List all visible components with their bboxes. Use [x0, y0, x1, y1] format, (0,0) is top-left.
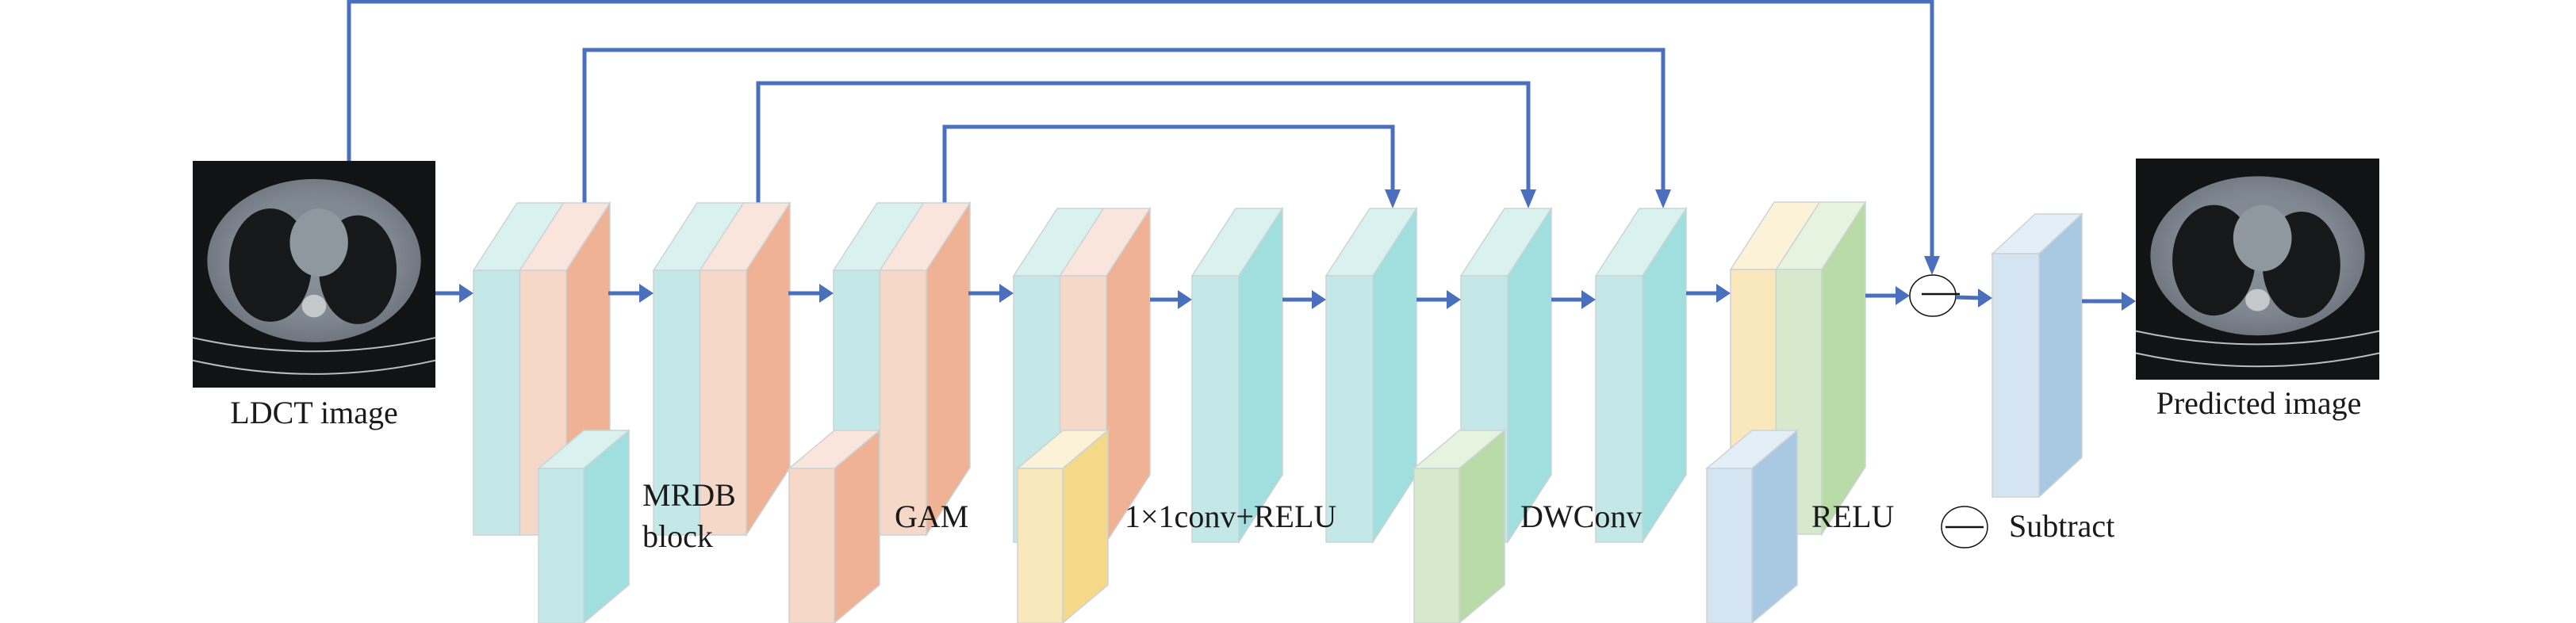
legend-swatch-front: [1413, 468, 1460, 623]
legend-swatch-side: [834, 429, 880, 623]
mrdb-side-face: [1507, 206, 1552, 545]
mrdb-front-face: [1325, 275, 1374, 543]
mrdb-front-face: [1595, 275, 1643, 543]
subtract-operator: [1909, 274, 1960, 317]
mrdb-side-face: [1238, 206, 1283, 545]
legend-item-conv1x1: 1×1conv+RELU: [1015, 429, 1336, 623]
mrdb-side-face: [1642, 206, 1687, 545]
arrow-input-enc1-head: [459, 284, 473, 303]
output-label: Predicted image: [2156, 385, 2362, 421]
skip-enc3-dec1: [942, 124, 1395, 203]
ct-heart: [289, 208, 348, 277]
legend-label: MRDB: [642, 477, 736, 513]
block-act: [1991, 212, 2083, 499]
mrdb-front-face: [1191, 275, 1240, 543]
arrow-fuse-subtract-head: [1896, 286, 1910, 305]
arrow-subtract-relu-head: [1978, 289, 1992, 308]
legend-item-mrdb: MRDB block: [536, 429, 736, 623]
subtract-circle: [1909, 274, 1957, 317]
block-dec3: [1594, 206, 1688, 545]
arrow-dec1-dec2-head: [1447, 290, 1461, 309]
legend-swatch-front: [1706, 468, 1753, 623]
predicted-image: [2135, 159, 2380, 380]
legend-label: RELU: [1811, 499, 1895, 534]
arrow-enc2-enc3-head: [819, 284, 834, 303]
legend-label: 1×1conv+RELU: [1125, 499, 1336, 534]
legend-swatch-side: [583, 429, 630, 623]
gam-front-face: [699, 269, 747, 536]
relu-front-face: [1991, 253, 2040, 498]
input-label: LDCT image: [230, 395, 397, 430]
skip-enc2-dec2: [756, 81, 1531, 203]
legend-swatch-front: [538, 468, 585, 623]
arrow-relu-output-head: [2122, 292, 2136, 311]
flow-arrows: [435, 284, 2136, 311]
legend-item-gam: GAM: [787, 429, 968, 623]
ct-spine: [2245, 289, 2270, 312]
legend-swatch-side: [1062, 429, 1109, 623]
ct-spine: [301, 294, 327, 318]
ct-heart: [2233, 204, 2292, 272]
images: [192, 159, 2380, 388]
ct-table-line: [2135, 352, 2380, 368]
skip-enc1-dec3-head: [1655, 189, 1671, 208]
arrow-enc4-mid-head: [1178, 290, 1192, 309]
block-mid: [1190, 206, 1284, 545]
block-enc2: [652, 201, 792, 537]
ct-table-line: [192, 359, 436, 375]
skip-enc2-dec2-head: [1520, 189, 1536, 208]
arrow-enc1-enc2-head: [639, 284, 654, 303]
skip-enc3-dec1-head: [1385, 189, 1401, 208]
block-fuse: [1729, 200, 1867, 537]
dwconv-side-face: [1821, 200, 1866, 537]
gam-front-face: [879, 269, 927, 536]
legend-label: GAM: [895, 499, 968, 534]
arrow-dec3-fuse-head: [1716, 284, 1731, 303]
legend-swatch-side: [1751, 429, 1798, 623]
legend: MRDB block GAM 1×1conv+RELU DWConv RELU Subtra…: [536, 429, 2114, 623]
ct-table-line: [192, 337, 436, 353]
ldct-image: [192, 161, 436, 388]
legend-swatch-front: [788, 468, 835, 623]
skip-enc1-dec3: [582, 48, 1666, 203]
legend-item-subtract: Subtract: [1941, 506, 2114, 548]
legend-label: Subtract: [2009, 508, 2114, 544]
legend-label: block: [642, 518, 713, 554]
legend-swatch-side: [1459, 429, 1505, 623]
legend-label: DWConv: [1520, 499, 1642, 534]
skip-input-subtract-head: [1924, 256, 1940, 275]
mrdb-front-face: [653, 269, 701, 536]
block-dec1: [1324, 206, 1418, 545]
mrdb-front-face: [473, 269, 521, 536]
legend-swatch-front: [1017, 468, 1064, 623]
legend-item-relu: RELU: [1704, 429, 1895, 623]
ct-table-line: [2135, 330, 2380, 346]
arrow-enc3-enc4-head: [999, 284, 1014, 303]
arrow-mid-dec1-head: [1312, 290, 1326, 309]
arrow-dec2-dec3-head: [1581, 290, 1596, 309]
gam-side-face: [926, 201, 971, 537]
legend-item-dwconv: DWConv: [1412, 429, 1642, 623]
arrow-subtract-relu: [1955, 295, 1982, 300]
relu-side-face: [2038, 212, 2083, 499]
